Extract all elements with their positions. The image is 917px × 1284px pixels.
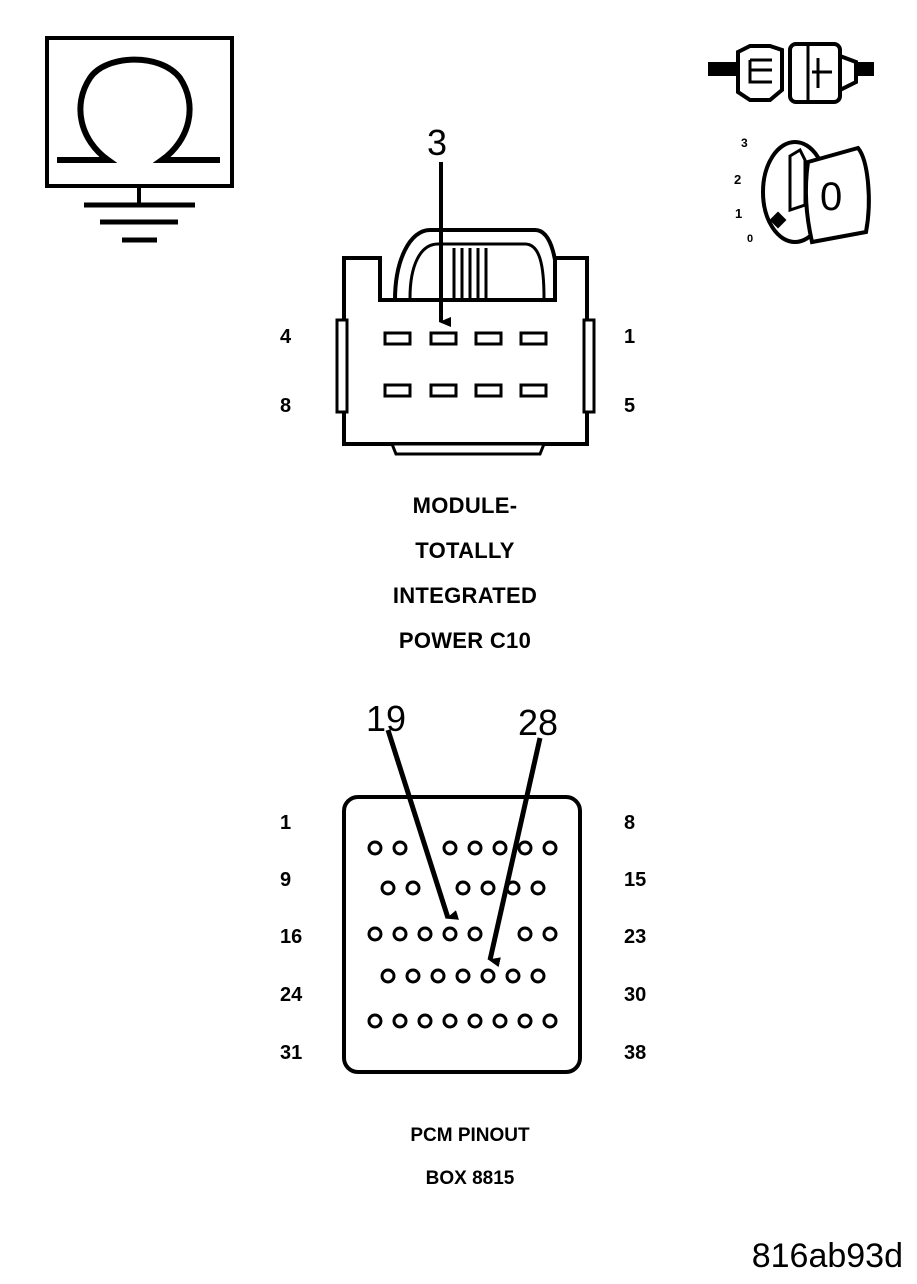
pcm-callout-label-19: 19 <box>366 698 407 739</box>
ignition-position-label: 1 <box>735 206 743 221</box>
connector-disconnected-icon <box>708 42 874 104</box>
pcm-pin-hole <box>492 840 508 856</box>
c10-pin-row-top <box>383 331 548 346</box>
pcm-pin-hole <box>542 840 558 856</box>
pcm-pin-hole <box>492 1013 508 1029</box>
pcm-pin-hole <box>480 880 496 896</box>
pcm-pin-hole <box>430 968 446 984</box>
pcm-row-label-right: 8 <box>624 812 636 834</box>
pcm-pin-hole <box>405 968 421 984</box>
ohmmeter-icon <box>45 36 234 243</box>
pcm-pin-hole <box>392 1013 408 1029</box>
ignition-key-icon <box>761 140 871 245</box>
c10-pin-label-top-left: 4 <box>280 326 292 348</box>
ignition-position-label: 2 <box>734 172 742 187</box>
pcm-row-label-right: 30 <box>624 984 647 1006</box>
pcm-pin-hole <box>542 926 558 942</box>
c10-pin-label-bottom-left: 8 <box>280 395 292 417</box>
pcm-row-label-left: 31 <box>280 1042 303 1064</box>
pcm-callout-arrow-19 <box>385 729 460 920</box>
pcm-caption-line: PCM PINOUT <box>410 1125 530 1146</box>
pcm-pin-hole <box>417 926 433 942</box>
pcm-pin-hole <box>392 926 408 942</box>
pcm-caption-line: BOX 8815 <box>425 1168 515 1189</box>
pcm-pin-hole <box>505 968 521 984</box>
c10-pin-label-top-right: 1 <box>624 326 636 348</box>
pcm-pin-hole <box>380 880 396 896</box>
pcm-pin-hole <box>467 1013 483 1029</box>
c10-pin <box>519 331 548 346</box>
pcm-pin-hole <box>517 926 533 942</box>
pcm-row-label-left: 9 <box>280 869 292 891</box>
pcm-pin-hole <box>455 968 471 984</box>
pcm-pin-hole <box>467 926 483 942</box>
figure-code: 816ab93d <box>751 1237 903 1275</box>
c10-pin <box>519 383 548 398</box>
pcm-callout-label-28: 28 <box>518 702 559 743</box>
c10-pin <box>474 331 503 346</box>
pcm-pin-hole <box>380 968 396 984</box>
pcm-pin-hole <box>467 840 483 856</box>
ignition-position-label: 3 <box>741 136 748 150</box>
pcm-row-label-left: 1 <box>280 812 292 834</box>
pcm-row-label-right: 23 <box>624 926 647 948</box>
pcm-row-label-left: 16 <box>280 926 303 948</box>
pcm-pin-hole <box>367 926 383 942</box>
pcm-connector-housing <box>342 795 582 1074</box>
c10-pin <box>383 383 412 398</box>
pcm-pin-grid <box>367 840 558 1029</box>
c10-pin <box>383 331 412 346</box>
pcm-pin-hole <box>442 926 458 942</box>
pcm-pin-hole <box>442 1013 458 1029</box>
pcm-pin-hole <box>417 1013 433 1029</box>
pcm-row-label-right: 15 <box>624 869 647 891</box>
pcm-pin-hole <box>530 880 546 896</box>
pcm-pin-hole <box>530 968 546 984</box>
ignition-key-label: 0 <box>820 175 843 219</box>
c10-pin-label-bottom-right: 5 <box>624 395 636 417</box>
pcm-pin-hole <box>367 1013 383 1029</box>
c10-caption-line: INTEGRATED <box>392 583 538 608</box>
c10-callout-label: 3 <box>427 122 448 163</box>
pcm-pin-hole <box>405 880 421 896</box>
pcm-pin-hole <box>367 840 383 856</box>
pcm-callout-arrow-28 <box>487 737 543 968</box>
c10-pin <box>429 331 458 346</box>
c10-caption-line: MODULE- <box>412 493 518 518</box>
c10-caption-line: POWER C10 <box>398 628 532 653</box>
pcm-pin-hole <box>542 1013 558 1029</box>
pcm-row-label-right: 38 <box>624 1042 647 1064</box>
pcm-pin-hole <box>517 1013 533 1029</box>
pcm-row-label-left: 24 <box>280 984 303 1006</box>
pcm-pin-hole <box>455 880 471 896</box>
c10-pin-row-bottom <box>383 383 548 398</box>
c10-pin <box>474 383 503 398</box>
pcm-pin-hole <box>480 968 496 984</box>
pcm-pin-hole <box>442 840 458 856</box>
c10-connector-housing <box>335 228 596 456</box>
c10-caption-line: TOTALLY <box>415 538 515 563</box>
ignition-position-label: 0 <box>747 233 754 245</box>
pcm-pin-hole <box>517 840 533 856</box>
c10-pin <box>429 383 458 398</box>
pcm-pin-hole <box>392 840 408 856</box>
